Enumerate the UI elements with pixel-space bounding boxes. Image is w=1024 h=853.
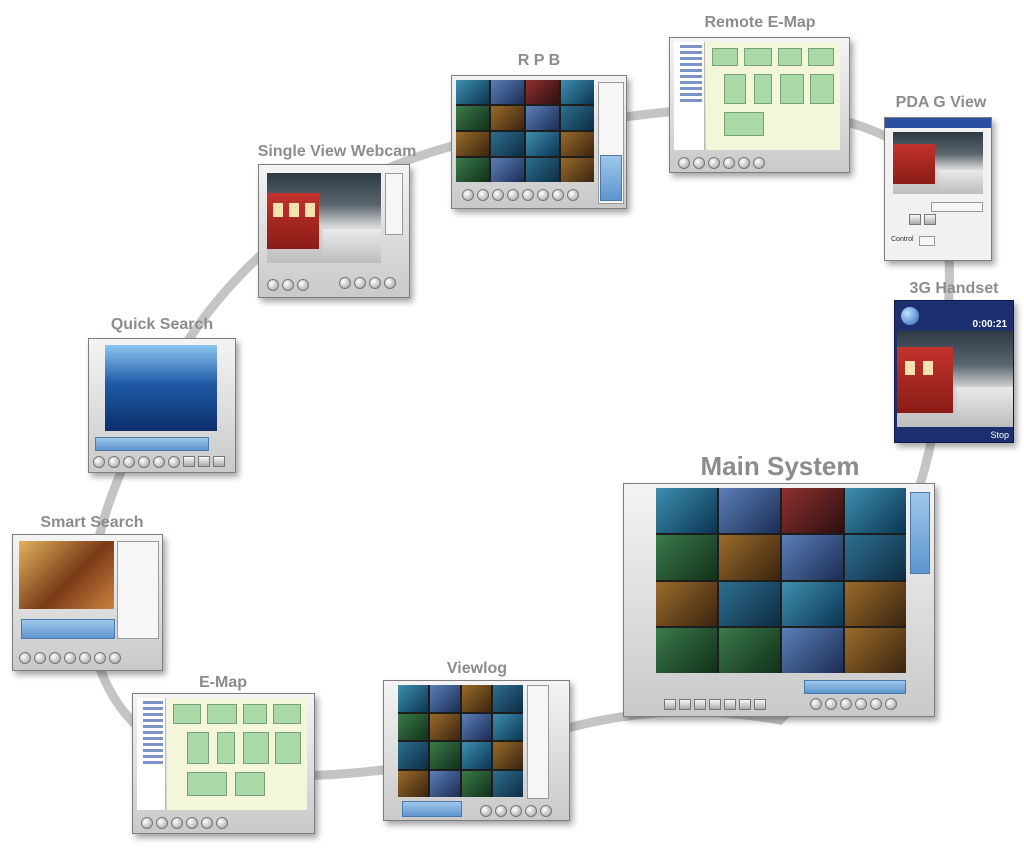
remote-emap-label: Remote E-Map	[704, 14, 816, 31]
pda-video	[893, 132, 983, 194]
emap-window[interactable]	[132, 693, 315, 834]
main-system-camera-grid	[656, 488, 906, 673]
rpb-camera-grid	[456, 80, 594, 182]
smart-search-video	[19, 541, 114, 609]
pda-gview-label: PDA G View	[895, 94, 987, 111]
emap-floorplan	[167, 698, 307, 810]
main-system-side-panel	[910, 492, 930, 574]
smart-search-toolbar[interactable]	[19, 652, 121, 664]
quick-search-video	[105, 345, 217, 431]
smart-search-label: Smart Search	[40, 514, 144, 531]
viewlog-camera-grid	[398, 685, 523, 797]
handset-3g-label: 3G Handset	[909, 280, 999, 297]
quick-search-timeline	[95, 437, 209, 451]
webcam-video	[267, 173, 381, 263]
camera-icon[interactable]	[339, 277, 351, 289]
single-view-webcam-label: Single View Webcam	[257, 143, 417, 160]
pda-gview-window[interactable]: Control	[884, 117, 992, 261]
webcam-side-buttons[interactable]	[385, 173, 403, 235]
handset-time: 0:00:21	[972, 319, 1007, 330]
handset-video	[897, 331, 1013, 427]
webcam-toolbar[interactable]	[267, 279, 309, 291]
handset-3g-window[interactable]: 0:00:21 Stop	[894, 300, 1014, 443]
pda-control-input[interactable]	[919, 236, 935, 246]
viewlog-side-panel	[527, 685, 549, 799]
play-icon[interactable]	[267, 279, 279, 291]
stop-icon[interactable]	[282, 279, 294, 291]
main-system-toolbar[interactable]	[664, 699, 766, 710]
rpb-window[interactable]	[451, 75, 627, 209]
smart-search-options-panel	[117, 541, 159, 639]
pda-source-select[interactable]	[931, 202, 983, 212]
handset-stop-button[interactable]: Stop	[990, 430, 1009, 440]
viewlog-toolbar[interactable]	[480, 805, 552, 817]
single-view-webcam-window[interactable]	[258, 164, 410, 298]
main-system-label: Main System	[700, 451, 860, 481]
pda-controls[interactable]	[909, 214, 936, 225]
smart-search-window[interactable]	[12, 534, 163, 671]
emap-toolbar[interactable]	[141, 817, 228, 829]
emap-label: E-Map	[199, 674, 247, 691]
quick-search-window[interactable]	[88, 338, 236, 473]
main-system-status-bar	[804, 680, 906, 694]
viewlog-timeline	[402, 801, 462, 817]
rpb-label: R P B	[517, 52, 561, 69]
settings-icon[interactable]	[885, 698, 897, 710]
play-icon[interactable]	[664, 699, 676, 710]
pda-title-bar	[885, 118, 991, 128]
globe-icon	[901, 307, 919, 325]
rpb-toolbar[interactable]	[462, 189, 579, 201]
remote-emap-floorplan	[706, 42, 840, 150]
remote-emap-device-tree	[674, 42, 705, 150]
remote-emap-window[interactable]	[669, 37, 850, 173]
quick-search-label: Quick Search	[110, 316, 214, 333]
main-system-window[interactable]	[623, 483, 935, 717]
record-icon[interactable]	[810, 698, 822, 710]
emap-device-tree	[137, 698, 166, 810]
smart-search-timeline	[21, 619, 115, 639]
remote-emap-toolbar[interactable]	[678, 157, 765, 169]
viewlog-label: Viewlog	[446, 660, 508, 677]
rpb-side-panel	[598, 82, 624, 204]
pda-control-label: Control	[891, 236, 914, 243]
viewlog-window[interactable]	[383, 680, 570, 821]
quick-search-toolbar[interactable]	[93, 456, 225, 468]
main-system-round-buttons[interactable]	[810, 698, 897, 710]
webcam-toolbar-right[interactable]	[339, 277, 396, 289]
